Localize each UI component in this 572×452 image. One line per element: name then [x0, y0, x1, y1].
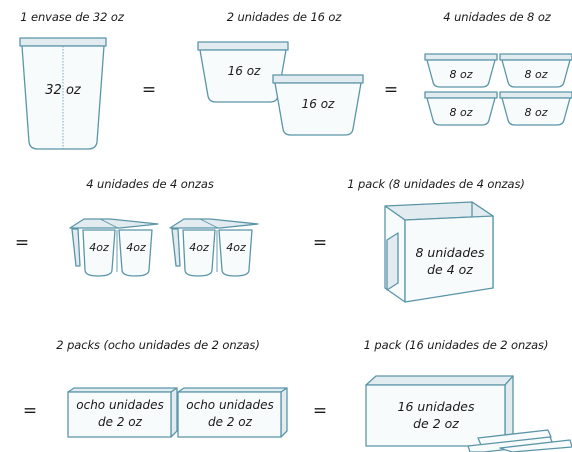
box-16-units: 16 unidades de 2 oz: [365, 375, 514, 447]
caption-32oz-container: 1 envase de 32 oz: [20, 10, 124, 24]
label-4oz: 4oz: [226, 241, 246, 254]
cup-set-4x4oz: 4oz 4oz: [169, 218, 259, 277]
cup-16oz: 16 oz: [197, 41, 289, 103]
label-4oz: 4oz: [126, 241, 146, 254]
box-8-units: 8 unidades de 4 oz: [384, 201, 494, 303]
cup-8oz: 8 oz: [499, 91, 572, 126]
pack-label-line1: ocho unidades: [186, 398, 273, 412]
label-8oz: 8 oz: [525, 106, 548, 119]
equals-sign: =: [383, 80, 399, 100]
label-16oz: 16 oz: [228, 64, 261, 78]
yogurt-tubes: [467, 429, 572, 452]
equals-sign: =: [14, 233, 30, 253]
label-8oz: 8 oz: [525, 68, 548, 81]
equals-sign: =: [141, 80, 157, 100]
caption-four-8oz: 4 unidades de 8 oz: [443, 10, 551, 24]
cup-8oz: 8 oz: [424, 91, 498, 126]
pack-label-line2: de 2 oz: [208, 415, 253, 429]
equals-sign: =: [22, 401, 38, 421]
pack-8x2oz: ocho unidades de 2 oz: [67, 387, 178, 438]
pack-label-line1: ocho unidades: [76, 398, 163, 412]
cup-8oz: 8 oz: [424, 53, 498, 88]
label-4oz: 4oz: [89, 241, 109, 254]
label-32oz: 32 oz: [45, 83, 82, 98]
equals-sign: =: [312, 233, 328, 253]
box-label-line1: 16 unidades: [398, 399, 475, 414]
caption-four-4oz: 4 unidades de 4 onzas: [86, 177, 214, 191]
box-label-line2: de 2 oz: [413, 416, 459, 431]
pack-label-line2: de 2 oz: [98, 415, 143, 429]
caption-pack-8x4oz: 1 pack (8 unidades de 4 onzas): [347, 177, 525, 191]
pack-8x2oz: ocho unidades de 2 oz: [177, 387, 288, 438]
tub-32oz: 32 oz: [19, 37, 107, 150]
label-4oz: 4oz: [189, 241, 209, 254]
box-label-line1: 8 unidades: [416, 245, 485, 260]
box-label-line2: de 4 oz: [427, 262, 473, 277]
cup-8oz: 8 oz: [499, 53, 572, 88]
caption-two-16oz: 2 unidades de 16 oz: [226, 10, 342, 24]
label-8oz: 8 oz: [450, 68, 473, 81]
cup-16oz: 16 oz: [272, 74, 364, 136]
caption-two-packs-2oz: 2 packs (ocho unidades de 2 onzas): [56, 338, 260, 352]
cup-set-4x4oz: 4oz 4oz: [69, 218, 159, 277]
label-8oz: 8 oz: [450, 106, 473, 119]
caption-pack-16x2oz: 1 pack (16 unidades de 2 onzas): [363, 338, 549, 352]
equals-sign: =: [312, 401, 328, 421]
label-16oz: 16 oz: [302, 97, 335, 111]
